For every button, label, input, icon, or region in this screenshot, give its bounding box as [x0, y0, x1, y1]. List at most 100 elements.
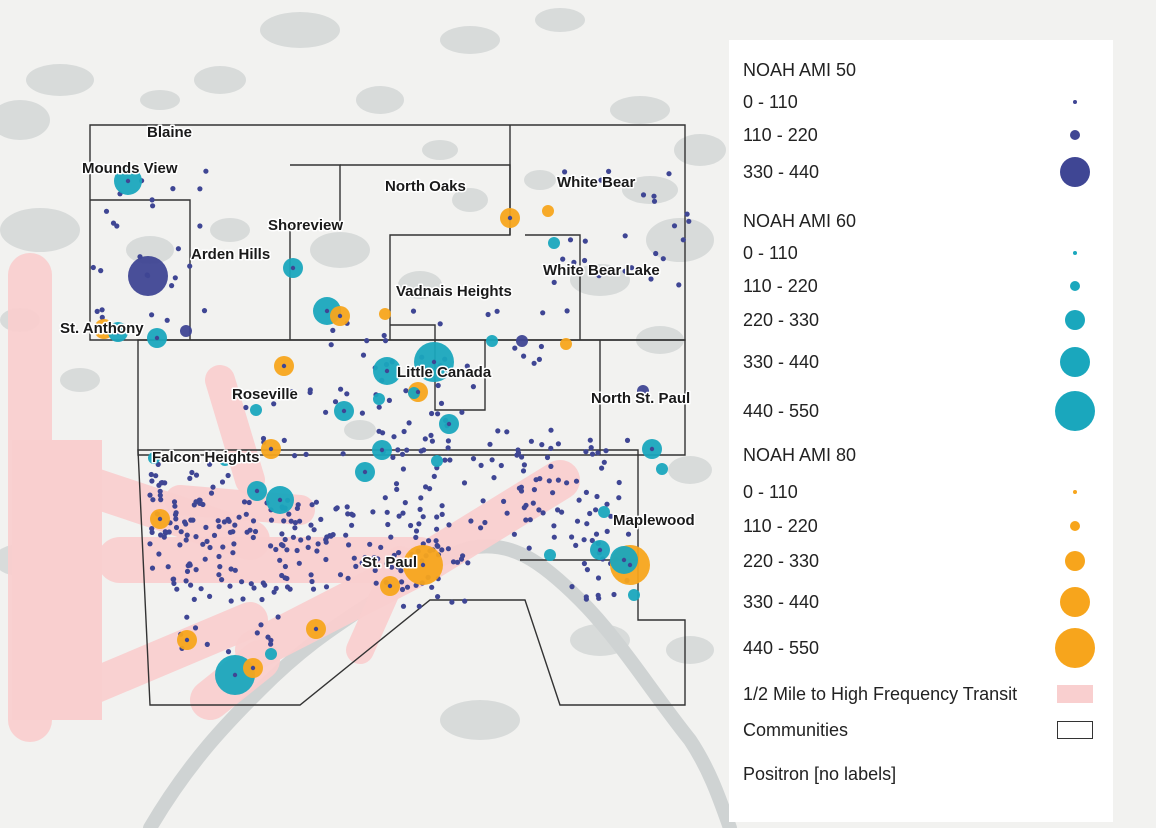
noah-ami50-point — [149, 529, 155, 536]
noah-ami50-point — [200, 541, 206, 547]
noah-ami50-point — [247, 527, 253, 533]
lake-shape — [440, 700, 520, 740]
noah-ami50-point — [292, 453, 298, 459]
legend-circle-symbol — [1055, 628, 1095, 668]
transit-buffer-shape — [12, 440, 102, 720]
community-boundary — [390, 324, 486, 411]
noah-ami50-point — [400, 510, 406, 516]
noah-ami50-point — [203, 524, 209, 531]
legend-group-title: NOAH AMI 60 — [743, 210, 857, 231]
noah-ami50-point — [173, 524, 180, 531]
noah-ami50-point — [470, 384, 476, 390]
noah-ami50-point — [153, 473, 159, 479]
noah-ami50-point — [435, 382, 441, 389]
legend-circle-symbol — [1073, 251, 1077, 255]
legend-circle-symbol — [1065, 551, 1085, 571]
noah-ami50-point — [208, 490, 215, 496]
noah-ami50-point — [604, 528, 610, 535]
noah-ami50-point — [384, 368, 390, 374]
noah-ami50-point — [230, 550, 236, 556]
noah-ami50-point — [603, 448, 609, 454]
noah-ami50-point — [584, 521, 590, 527]
noah-points-layer — [90, 167, 692, 695]
legend-class-row: 110 - 220 — [743, 511, 1099, 541]
legend-class-row: 0 - 110 — [743, 477, 1099, 507]
noah-ami50-point — [401, 428, 407, 435]
legend-symbol-slot — [1051, 300, 1099, 340]
noah-ami50-point — [569, 584, 575, 590]
noah-ami50-point — [156, 551, 162, 557]
lake-shape — [0, 100, 50, 140]
noah-ami50-point — [417, 506, 423, 512]
noah-ami50-point — [439, 547, 445, 553]
noah-ami50-point — [389, 564, 395, 570]
legend-symbol-slot — [1051, 472, 1099, 512]
noah-ami50-point — [540, 510, 546, 516]
noah-ami50-point — [637, 385, 649, 397]
noah-ami50-point — [328, 342, 334, 348]
noah-ami50-point — [371, 555, 377, 561]
noah-ami50-point — [362, 469, 368, 475]
noah-ami50-point — [511, 531, 517, 537]
noah-ami50-point — [391, 434, 397, 440]
legend-communities-label: Communities — [743, 719, 849, 740]
noah-ami50-point — [271, 401, 277, 407]
legend-symbol-slot — [1051, 582, 1099, 622]
noah-ami50-point — [593, 531, 600, 537]
place-label: White Bear Lake — [543, 262, 660, 279]
noah-ami80-point — [542, 205, 554, 217]
noah-ami50-point — [388, 534, 394, 540]
place-label: Maplewood — [613, 512, 695, 529]
noah-ami50-point — [203, 168, 209, 174]
legend-class-label: 220 - 330 — [743, 550, 820, 571]
noah-ami50-point — [162, 529, 168, 535]
noah-ami80-point — [379, 308, 391, 320]
noah-ami50-point — [421, 447, 427, 453]
noah-ami50-point — [313, 499, 319, 505]
noah-ami60-point — [628, 589, 640, 601]
noah-ami50-point — [571, 259, 577, 265]
legend-group-title: NOAH AMI 80 — [743, 444, 857, 465]
place-label: Arden Hills — [191, 246, 270, 263]
noah-ami50-point — [241, 499, 248, 505]
noah-ami50-point — [173, 510, 179, 516]
lake-shape — [344, 420, 376, 440]
noah-ami50-point — [446, 522, 452, 528]
noah-ami50-point — [551, 534, 557, 540]
noah-ami50-point — [616, 479, 622, 486]
noah-ami50-point — [439, 511, 445, 517]
noah-ami50-point — [413, 534, 419, 541]
noah-ami50-point — [428, 432, 434, 438]
noah-ami60-point — [408, 387, 420, 399]
lake-shape — [610, 96, 670, 124]
noah-ami50-point — [259, 596, 265, 603]
noah-ami50-point — [172, 275, 178, 281]
noah-ami50-point — [268, 517, 275, 523]
noah-ami50-point — [148, 471, 154, 478]
noah-ami50-point — [386, 397, 392, 403]
noah-ami50-point — [446, 421, 452, 427]
noah-ami50-point — [621, 557, 627, 563]
noah-ami50-point — [281, 518, 287, 524]
noah-ami50-point — [307, 389, 313, 396]
noah-ami50-point — [184, 568, 191, 575]
legend-class-row: 440 - 550 — [743, 391, 1099, 431]
noah-ami50-point — [192, 625, 199, 631]
noah-ami50-point — [548, 445, 554, 451]
noah-ami50-point — [349, 522, 355, 528]
noah-ami50-point — [273, 546, 279, 553]
noah-ami50-point — [567, 237, 574, 243]
noah-ami50-point — [555, 477, 562, 483]
noah-ami50-point — [381, 332, 387, 339]
noah-ami60-point — [598, 506, 610, 518]
noah-ami50-point — [209, 453, 215, 459]
lake-shape — [60, 368, 100, 392]
noah-ami50-point — [282, 575, 288, 581]
noah-ami50-point — [530, 500, 536, 506]
noah-ami50-point — [251, 585, 257, 591]
noah-ami50-point — [225, 516, 231, 522]
noah-ami50-point — [201, 308, 208, 314]
noah-ami50-point — [171, 580, 177, 587]
noah-ami50-point — [243, 404, 249, 411]
noah-ami50-point — [528, 438, 535, 444]
